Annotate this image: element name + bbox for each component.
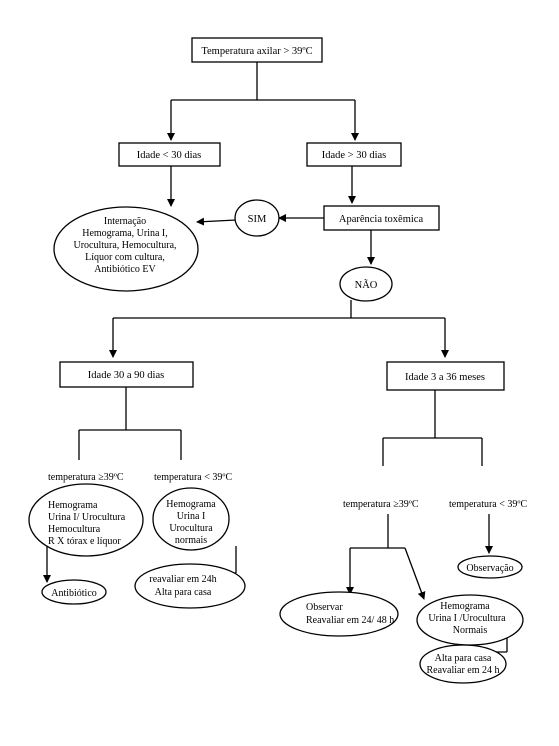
exams-b-line-3: Urocultura xyxy=(169,523,213,534)
exams-b-node: Hemograma Urina I Urocultura normais xyxy=(152,487,230,551)
reavaliar-24h-node: reavaliar em 24h Alta para casa xyxy=(134,563,246,609)
alta-node: Alta para casa Reavaliar em 24 h xyxy=(419,644,507,684)
internacao-line-5: Antibiótico EV xyxy=(94,264,156,275)
internacao-line-4: Líquor com cultura, xyxy=(85,252,165,263)
nao-label: NÃO xyxy=(355,279,378,291)
alta-line-2: Reavaliar em 24 h xyxy=(426,665,499,676)
age-3-36-node: Idade 3 a 36 meses xyxy=(386,361,505,391)
observar-line-1: Observar xyxy=(306,602,343,613)
internacao-line-1: Internação xyxy=(104,216,146,227)
exams-b-line-4: normais xyxy=(175,535,207,546)
exams-c-node: Hemograma Urina I /Urocultura Normais xyxy=(416,594,524,646)
observacao-label: Observação xyxy=(466,563,513,574)
exams-a-node: Hemograma Urina I/ Urocultura Hemocultur… xyxy=(28,483,144,557)
age-gt-30-label: Idade > 30 dias xyxy=(322,150,387,161)
alta-line-1: Alta para casa xyxy=(435,653,492,664)
exams-a-line-3: Hemocultura xyxy=(48,524,101,535)
reavaliar-24h-line-2: Alta para casa xyxy=(155,587,212,598)
antibiotico-label: Antibiótico xyxy=(51,588,97,599)
exams-c-line-3: Normais xyxy=(453,625,488,636)
exams-a-line-1: Hemograma xyxy=(48,500,98,511)
exams-b-line-2: Urina I xyxy=(177,511,206,522)
toxic-appearance-node: Aparência toxêmica xyxy=(323,205,440,231)
age-gt-30-node: Idade > 30 dias xyxy=(306,142,402,167)
connectors xyxy=(43,62,508,653)
temp-lt-left-label: temperatura < 39ºC xyxy=(154,472,232,483)
internacao-line-3: Urocultura, Hemocultura, xyxy=(73,240,176,251)
age-30-90-node: Idade 30 a 90 dias xyxy=(59,361,194,388)
observacao-node: Observação xyxy=(457,555,523,579)
exams-c-line-1: Hemograma xyxy=(440,601,490,612)
exams-b-line-1: Hemograma xyxy=(166,499,216,510)
root-label: Temperatura axilar > 39ºC xyxy=(201,46,312,57)
temp-ge-left-label: temperatura ≥39ºC xyxy=(48,472,124,483)
observar-line-2: Reavaliar em 24/ 48 h xyxy=(306,615,394,626)
internacao-node: Internação Hemograma, Urina I, Urocultur… xyxy=(53,206,199,292)
exams-a-line-2: Urina I/ Urocultura xyxy=(48,512,126,523)
internacao-line-2: Hemograma, Urina I, xyxy=(82,228,168,239)
sim-node: SIM xyxy=(234,199,280,237)
temp-lt-right-label: temperatura < 39ºC xyxy=(449,499,527,510)
sim-label: SIM xyxy=(248,214,267,225)
root-node: Temperatura axilar > 39ºC xyxy=(191,37,323,63)
exams-c-line-2: Urina I /Urocultura xyxy=(428,613,506,624)
nao-node: NÃO xyxy=(339,266,393,302)
age-lt-30-label: Idade < 30 dias xyxy=(137,150,202,161)
temp-ge-right-label: temperatura ≥39ºC xyxy=(343,499,419,510)
age-30-90-label: Idade 30 a 90 dias xyxy=(88,370,164,381)
age-3-36-label: Idade 3 a 36 meses xyxy=(405,372,485,383)
exams-a-line-4: R X tórax e líquor xyxy=(48,536,121,547)
antibiotico-node: Antibiótico xyxy=(41,579,107,605)
reavaliar-24h-line-1: reavaliar em 24h xyxy=(149,574,216,585)
observar-node: Observar Reavaliar em 24/ 48 h xyxy=(279,591,399,637)
toxic-appearance-label: Aparência toxêmica xyxy=(339,214,424,225)
age-lt-30-node: Idade < 30 dias xyxy=(118,142,221,167)
